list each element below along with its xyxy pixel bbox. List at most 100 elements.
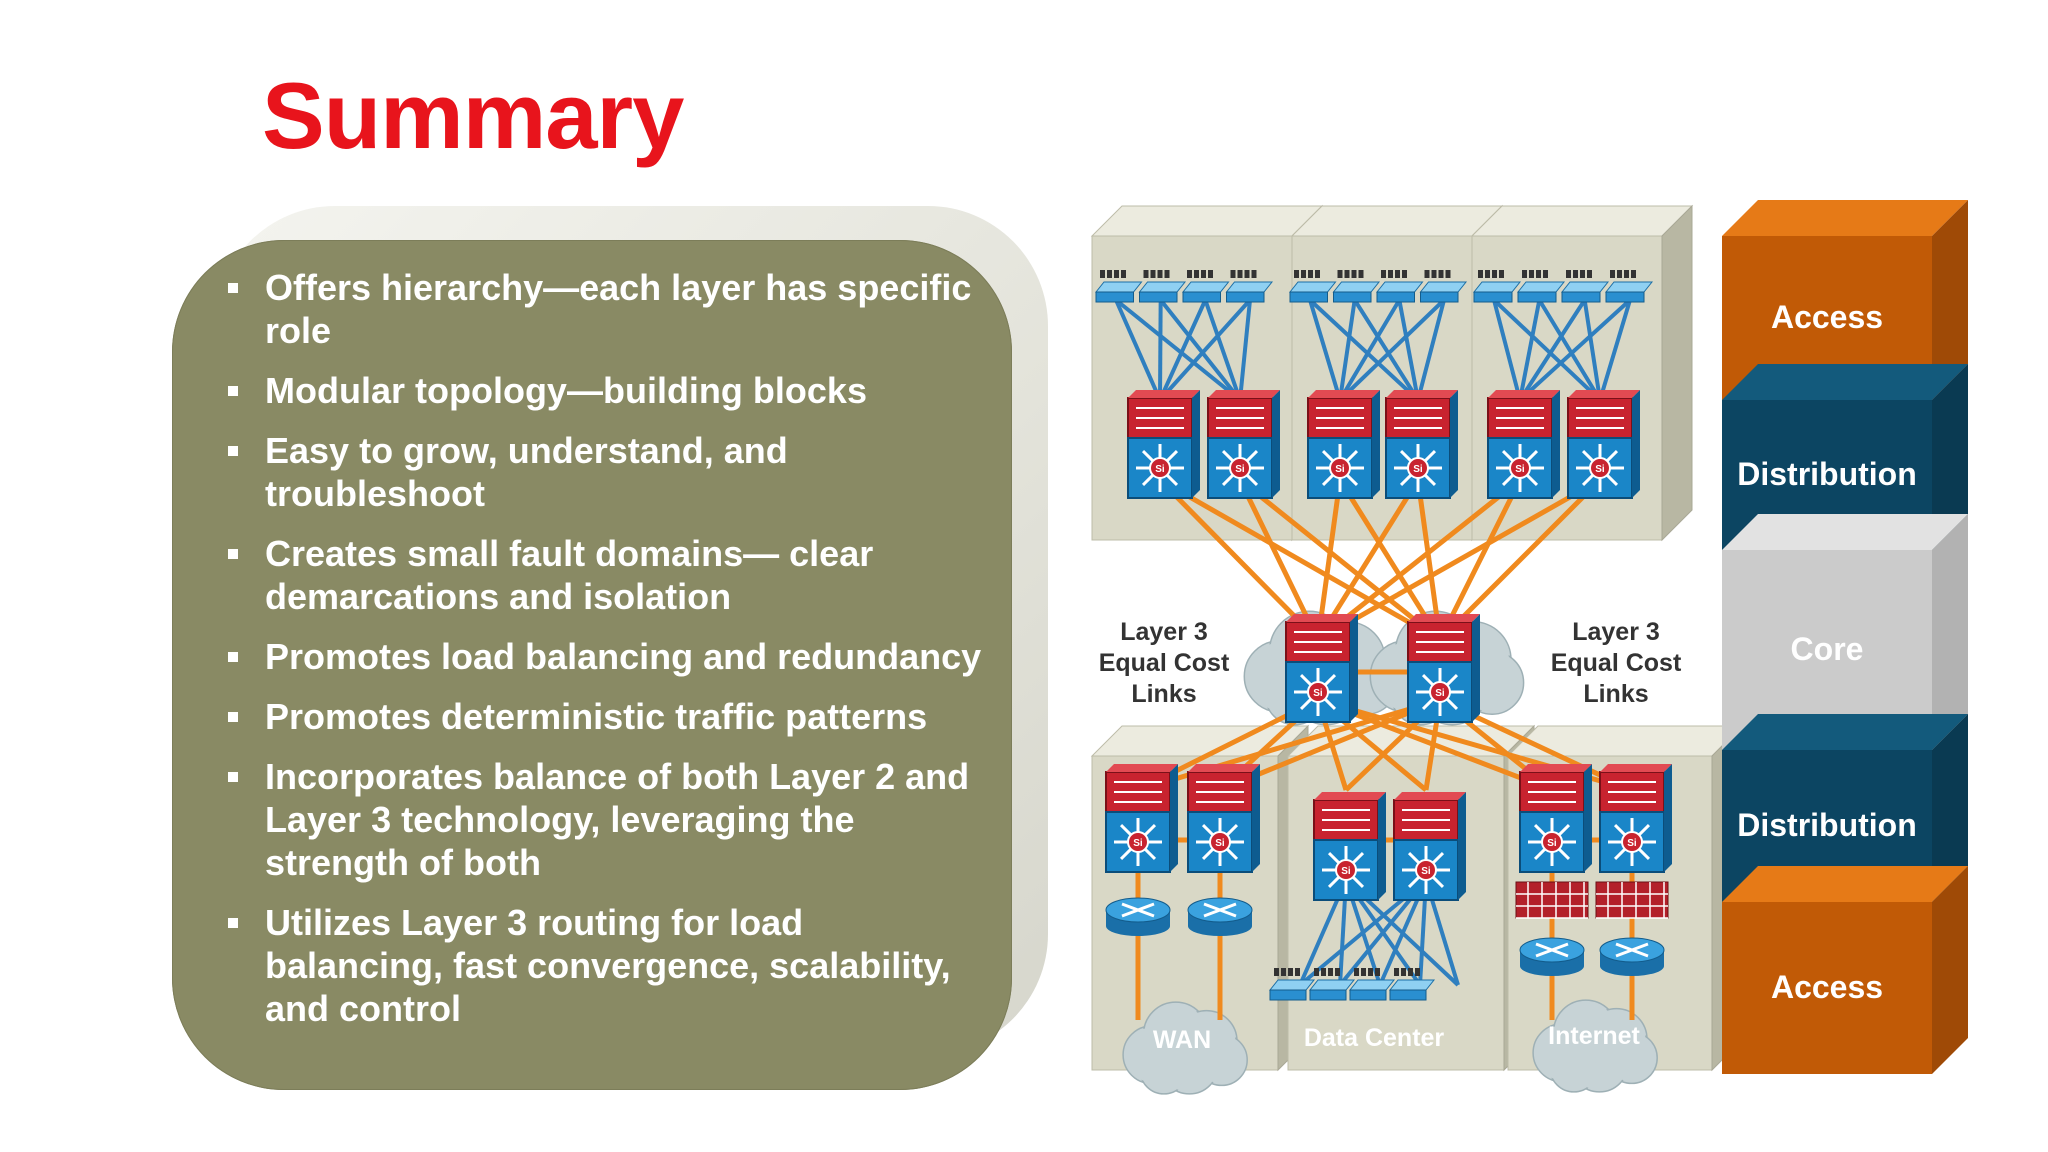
access-link xyxy=(1518,299,1542,401)
access-switch-icon xyxy=(1560,270,1610,303)
core-link xyxy=(1158,477,1442,643)
access-link xyxy=(1352,298,1420,402)
access-switch-icon xyxy=(1419,270,1468,303)
access-switch-icon xyxy=(1094,270,1143,303)
access-link xyxy=(1518,298,1587,402)
core-link xyxy=(1415,479,1443,641)
data-center-label: Data Center xyxy=(1304,1024,1445,1052)
wan-cloud xyxy=(1122,1001,1248,1095)
access-link xyxy=(1338,298,1402,402)
access-switch-icon xyxy=(1375,270,1424,303)
layer3-switch-icon: Si xyxy=(1599,764,1672,873)
access-link xyxy=(1114,298,1242,402)
layer-block: Distribution xyxy=(1722,714,1968,902)
access-link xyxy=(1537,298,1602,402)
layer-block: Distribution xyxy=(1722,364,1968,550)
access-link xyxy=(1158,298,1252,402)
page-title: Summary xyxy=(262,63,684,168)
layer3-switch-icon: Si xyxy=(1313,792,1386,901)
access-switch-icon xyxy=(1332,270,1381,303)
access-switch-icon xyxy=(1181,270,1230,303)
bullet-item: Promotes load balancing and redundancy xyxy=(228,635,988,678)
layer3-switch-icon: Si xyxy=(1385,390,1458,499)
layer-block: Access xyxy=(1722,866,1968,1074)
bullet-item: Utilizes Layer 3 routing for load balanc… xyxy=(228,901,988,1030)
router-icon xyxy=(1187,897,1253,936)
layer3-switch-icon: Si xyxy=(1207,390,1280,499)
si-badge: Si xyxy=(1335,464,1345,475)
access-link xyxy=(1492,299,1522,401)
access-switch-icon xyxy=(1268,968,1316,1001)
firewall-icon xyxy=(1515,881,1589,919)
access-link xyxy=(1338,298,1446,402)
router-icon xyxy=(1599,937,1665,976)
layer-label: Core xyxy=(1791,631,1864,667)
core-link xyxy=(1158,478,1320,642)
si-badge: Si xyxy=(1341,866,1351,877)
access-switch-icon xyxy=(1225,270,1274,303)
core-link xyxy=(1315,478,1421,642)
core-link-label-right: Equal Cost xyxy=(1551,649,1682,677)
layer-label: Distribution xyxy=(1737,807,1917,843)
layer-label: Distribution xyxy=(1737,456,1917,492)
access-switch-icon xyxy=(1516,270,1566,303)
router-icon xyxy=(1105,897,1171,936)
access-link xyxy=(1518,298,1632,402)
wan-label: WAN xyxy=(1153,1026,1211,1054)
layer-label: Access xyxy=(1771,969,1883,1005)
bullet-item: Modular topology—building blocks xyxy=(228,369,988,412)
access-switch-icon xyxy=(1308,968,1356,1001)
si-badge: Si xyxy=(1133,838,1143,849)
bullet-item: Easy to grow, understand, and troublesho… xyxy=(228,429,988,515)
access-switch-icon xyxy=(1138,270,1187,303)
layer-label: Access xyxy=(1771,299,1883,335)
access-link xyxy=(1492,298,1602,402)
core-link-label-right: Links xyxy=(1583,680,1648,708)
core-link xyxy=(1316,477,1602,643)
layer3-switch-icon: Si xyxy=(1127,390,1200,499)
core-link-label-left: Links xyxy=(1131,680,1196,708)
bullet-item: Offers hierarchy—each layer has specific… xyxy=(228,266,988,352)
access-link xyxy=(1582,299,1602,401)
layer3-switch-icon: Si xyxy=(1519,764,1592,873)
si-badge: Si xyxy=(1155,464,1165,475)
layer3-switch-icon: Si xyxy=(1393,792,1466,901)
si-badge: Si xyxy=(1515,464,1525,475)
internet-cloud xyxy=(1532,999,1658,1093)
summary-bullet-list: Offers hierarchy—each layer has specific… xyxy=(228,266,988,1047)
core-link xyxy=(1438,478,1602,642)
si-badge: Si xyxy=(1547,838,1557,849)
access-switch-icon xyxy=(1388,968,1436,1001)
access-link xyxy=(1598,299,1632,401)
layer3-switch-icon: Si xyxy=(1487,390,1560,499)
access-link xyxy=(1114,299,1162,401)
core-link-label-left: Equal Cost xyxy=(1099,649,1230,677)
internet-label: Internet xyxy=(1548,1022,1640,1050)
access-link xyxy=(1308,299,1342,401)
layer3-switch-icon: Si xyxy=(1187,764,1260,873)
core-link-label-left: Layer 3 xyxy=(1120,618,1208,646)
core-link xyxy=(1437,478,1523,642)
access-link xyxy=(1158,299,1163,401)
firewall-icon xyxy=(1595,881,1669,919)
bullet-item: Creates small fault domains— clear demar… xyxy=(228,532,988,618)
access-switch-icon xyxy=(1348,968,1396,1001)
core-switch-icon: Si xyxy=(1407,614,1480,723)
summary-panel xyxy=(172,240,1012,1090)
access-link xyxy=(1308,298,1420,402)
core-switch-icon: Si xyxy=(1285,614,1358,723)
access-switch-icon xyxy=(1472,270,1522,303)
core-link xyxy=(1238,478,1442,642)
access-link xyxy=(1159,298,1242,402)
access-switch-icon xyxy=(1604,270,1654,303)
access-link xyxy=(1397,299,1420,401)
access-link xyxy=(1416,299,1446,401)
core-link xyxy=(1316,478,1522,642)
layer3-switch-icon: Si xyxy=(1105,764,1178,873)
si-badge: Si xyxy=(1421,866,1431,877)
access-switch-icon xyxy=(1288,270,1337,303)
access-link xyxy=(1338,299,1357,401)
